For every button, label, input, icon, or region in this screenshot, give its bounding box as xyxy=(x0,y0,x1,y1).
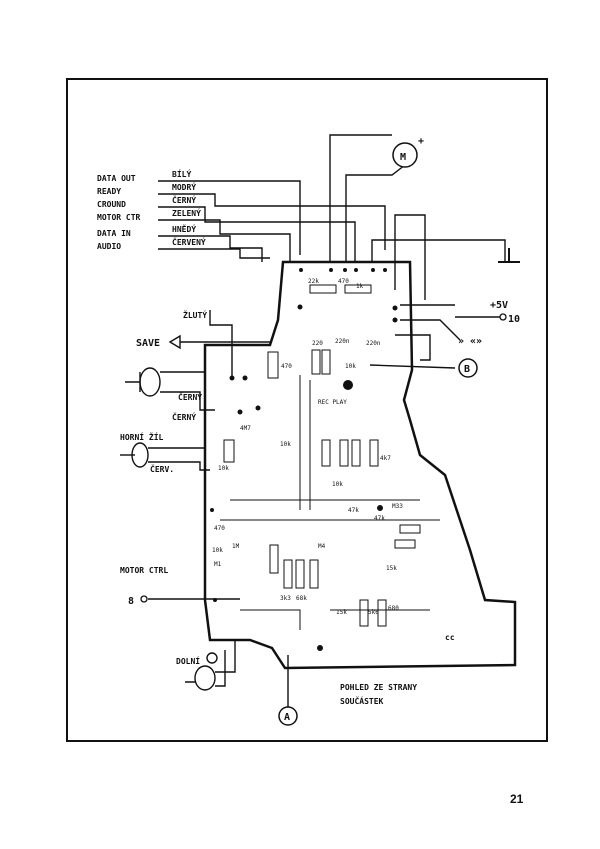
component-label: 5k6 xyxy=(368,609,379,616)
component-label: M4 xyxy=(318,543,326,550)
point-b-circle xyxy=(458,358,478,378)
label-ground: CROUND xyxy=(97,200,126,209)
label-pin10: 10 xyxy=(508,314,520,325)
component-label: 220n xyxy=(366,340,381,347)
component-label: M1 xyxy=(214,561,222,568)
bottom-jack xyxy=(185,640,236,691)
motor-wires xyxy=(329,134,506,369)
label-cerny-1: ČERNÝ xyxy=(178,391,202,402)
component-label: 10k xyxy=(212,547,223,554)
wire-color-modry: MODRÝ xyxy=(172,181,196,192)
component-label: 10k xyxy=(280,441,291,448)
label-point-b: B xyxy=(464,364,470,375)
label-view-line2: SOUČÁSTEK xyxy=(340,695,384,706)
component-label: 47k xyxy=(374,515,385,522)
wire-color-zeleny: ZELENÝ xyxy=(172,207,201,218)
label-motor-ctr: MOTOR CTR xyxy=(97,213,141,222)
label-motor-ctrl-pin: 8 xyxy=(128,596,134,607)
label-cerv: ČERV. xyxy=(150,463,174,474)
component-label: 15k xyxy=(386,565,397,572)
page-number: 21 xyxy=(510,792,524,806)
label-cerny-2: ČERNÝ xyxy=(172,411,196,422)
label-point-a: A xyxy=(284,712,290,723)
label-plus5v: +5V xyxy=(490,300,508,311)
label-view-line1: POHLED ZE STRANY xyxy=(340,683,417,692)
left-jacks xyxy=(120,367,215,471)
component-label: 1k xyxy=(356,283,364,290)
motor-ctrl-terminal xyxy=(140,595,148,603)
component-label: 470 xyxy=(338,278,349,285)
component-label: 4M7 xyxy=(240,425,251,432)
ground-symbol xyxy=(498,248,520,263)
component-label: 10k xyxy=(332,481,343,488)
label-save: SAVE xyxy=(136,338,160,349)
component-label: 22k xyxy=(308,278,319,285)
motor-plus-label: + xyxy=(418,136,424,147)
wire-color-bily: BÍLÝ xyxy=(172,168,191,179)
label-arrows: » «» xyxy=(458,336,482,347)
wire-color-zluty: ŽLUTÝ xyxy=(183,309,207,320)
component-label: 68k xyxy=(296,595,307,602)
wire-color-cerveny: ČERVENÝ xyxy=(172,236,206,247)
motor-label: M xyxy=(400,152,406,163)
diagram-frame xyxy=(66,78,548,742)
label-ready: READY xyxy=(97,187,121,196)
label-horni-zil: HORNÍ ŽÍL xyxy=(120,431,164,442)
component-label: 470 xyxy=(281,363,292,370)
wire-color-hnedy: HNĚDÝ xyxy=(172,223,196,234)
component-label: 15k xyxy=(336,609,347,616)
component-label: M33 xyxy=(392,503,403,510)
component-label: 47k xyxy=(348,507,359,514)
wire-color-cerny: ČERNÝ xyxy=(172,194,196,205)
label-rec-play: REC PLAY xyxy=(318,399,347,406)
component-label: 4k7 xyxy=(380,455,391,462)
label-audio: AUDIO xyxy=(97,242,121,251)
component-label: 220n xyxy=(335,338,350,345)
label-cc: cc xyxy=(445,633,455,642)
pcb-outline xyxy=(203,260,517,670)
motor-symbol xyxy=(392,142,418,168)
component-label: 680 xyxy=(388,605,399,612)
label-data-out: DATA OUT xyxy=(97,174,136,183)
pin10-terminal xyxy=(499,313,507,321)
component-label: 10k xyxy=(218,465,229,472)
component-label: 1M xyxy=(232,543,240,550)
save-led-icon xyxy=(168,334,181,350)
label-motor-ctrl: MOTOR CTRL xyxy=(120,566,168,575)
component-label: 220 xyxy=(312,340,323,347)
component-label: 3k3 xyxy=(280,595,291,602)
component-label: 470 xyxy=(214,525,225,532)
left-wires xyxy=(158,180,386,262)
component-label: 10k xyxy=(345,363,356,370)
label-dolni: DOLNÍ xyxy=(176,655,200,666)
label-data-in: DATA IN xyxy=(97,229,131,238)
